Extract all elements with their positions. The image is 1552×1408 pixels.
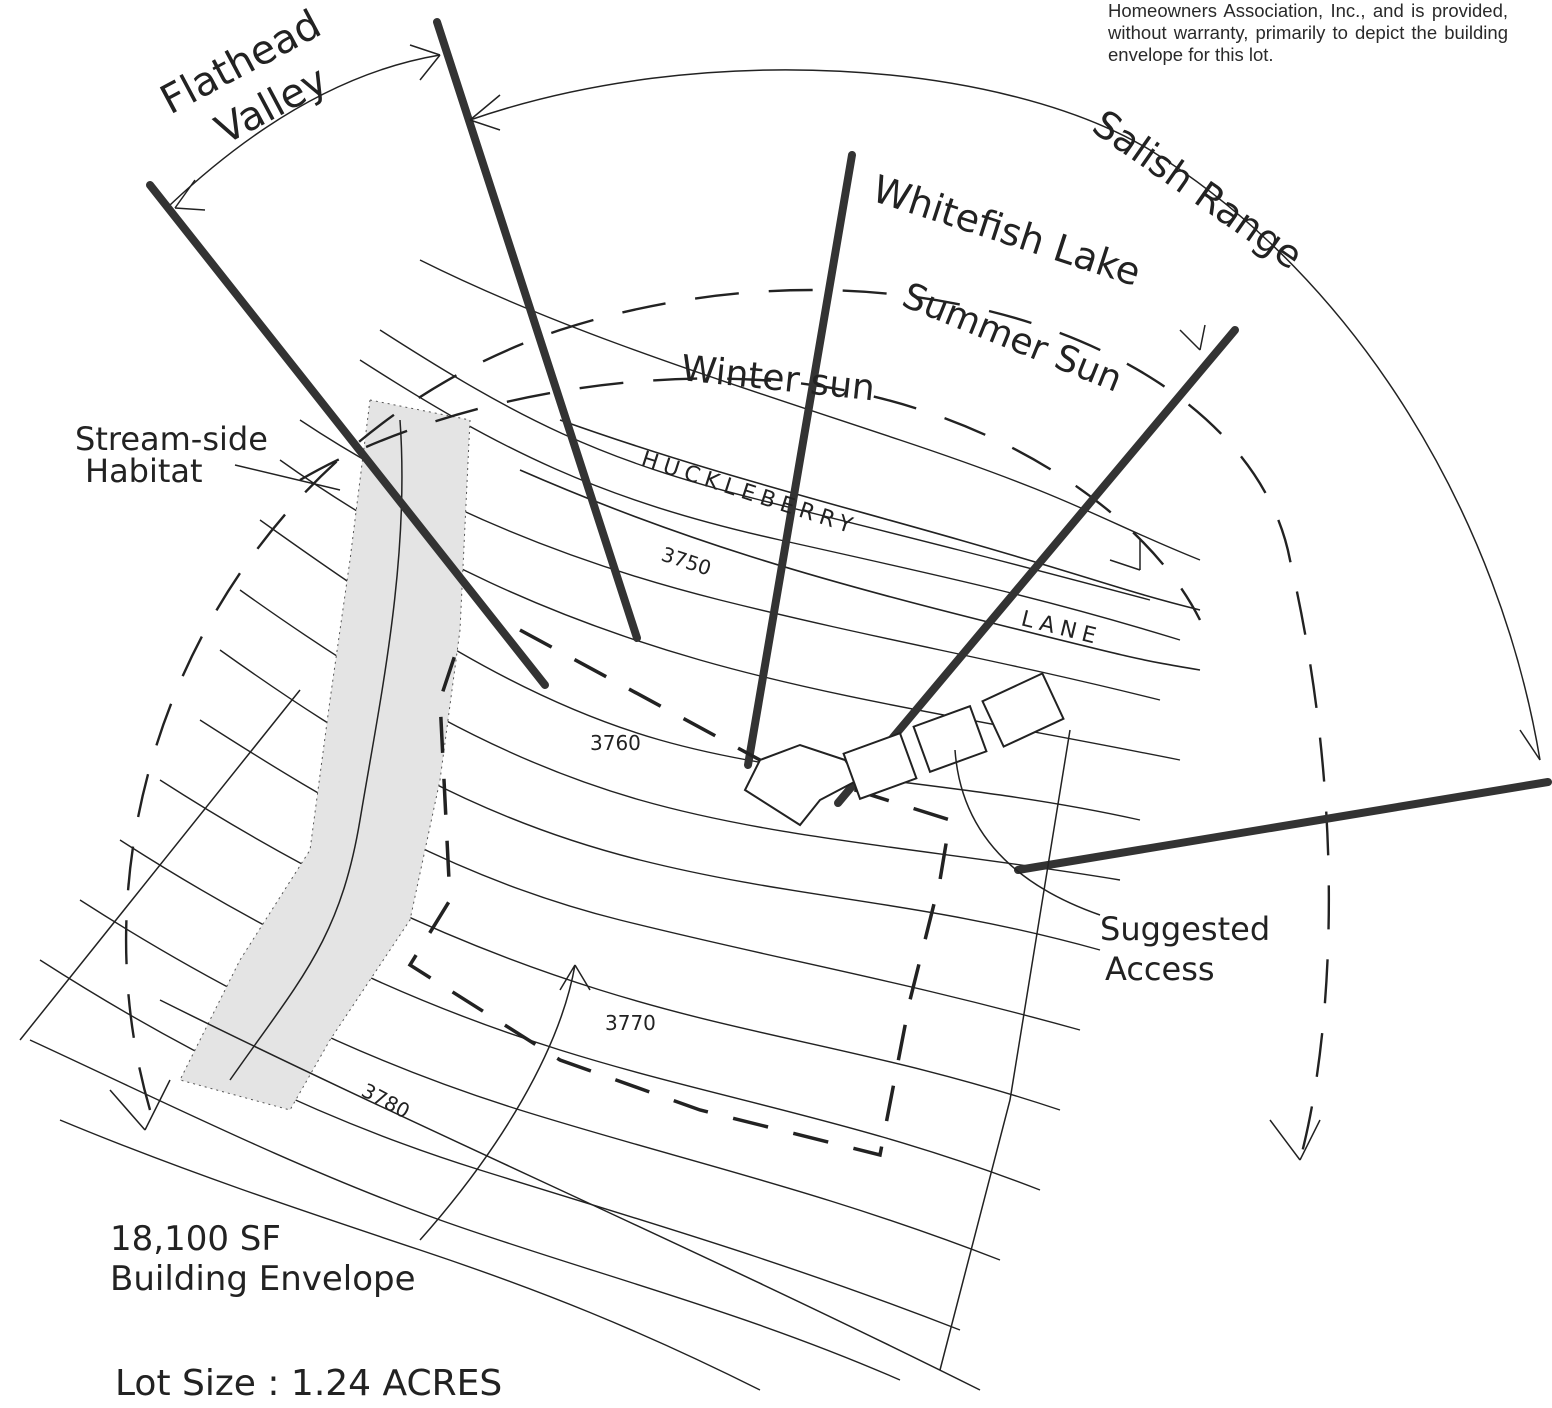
salish-range-arc xyxy=(469,69,1541,761)
label-lot-size: Lot Size : 1.24 ACRES xyxy=(115,1363,502,1404)
lot-boundary xyxy=(19,689,1071,1391)
flathead-arc xyxy=(169,54,441,206)
leader-lines xyxy=(234,464,1101,1241)
view-rays xyxy=(146,18,1552,874)
arrow-heads xyxy=(109,44,1541,1161)
label-envelope-1: 18,100 SF xyxy=(110,1219,281,1259)
label-access-2: Access xyxy=(1105,950,1215,988)
label-contour-3780: 3780 xyxy=(358,1078,414,1123)
stream-habitat-area xyxy=(179,399,471,1111)
label-whitefish-lake: Whitefish Lake xyxy=(867,167,1146,295)
label-summer-sun: Summer Sun xyxy=(897,275,1128,400)
label-contour-3770: 3770 xyxy=(605,1011,656,1035)
view-arcs xyxy=(124,288,1331,1161)
label-habitat-1: Stream-side xyxy=(75,420,268,458)
label-road-lane: LANE xyxy=(1019,607,1105,651)
label-habitat-2: Habitat xyxy=(85,452,203,490)
road-edges xyxy=(519,419,1201,671)
access-arrow xyxy=(743,672,1065,827)
building-envelope-outline xyxy=(407,628,952,1158)
label-contour-3750: 3750 xyxy=(658,542,714,581)
label-road-name: HUCKLEBERRY xyxy=(638,447,861,541)
label-contour-3760: 3760 xyxy=(590,731,641,755)
label-envelope-2: Building Envelope xyxy=(110,1259,416,1299)
label-access-1: Suggested xyxy=(1100,910,1270,948)
disclaimer-note: Homeowners Association, Inc., and is pro… xyxy=(1108,0,1508,65)
